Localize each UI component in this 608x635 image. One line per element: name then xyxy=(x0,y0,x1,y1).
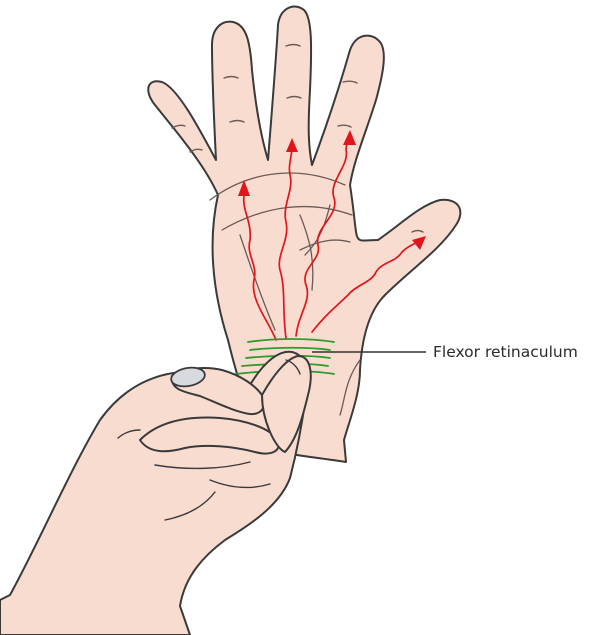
examiner-hand xyxy=(0,352,311,635)
flexor-retinaculum-label: Flexor retinaculum xyxy=(433,343,578,361)
